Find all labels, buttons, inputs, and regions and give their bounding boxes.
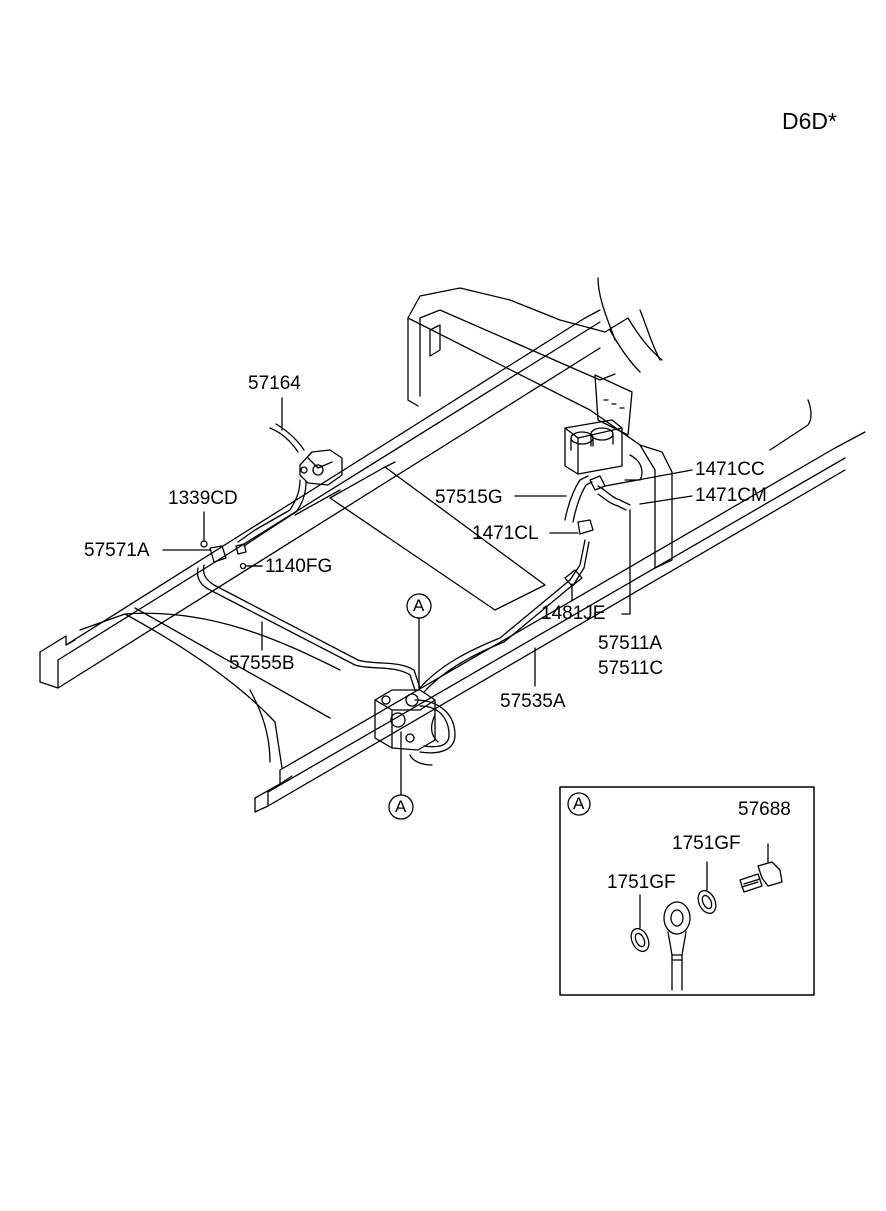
frame-upper-right: [609, 309, 812, 451]
part-label-57555B: 57555B: [229, 653, 295, 674]
part-label-57515G: 57515G: [435, 487, 503, 508]
part-label-57535A: 57535A: [500, 691, 566, 712]
primer-pump: [237, 423, 343, 547]
part-label-57164: 57164: [248, 373, 301, 394]
detail-label-57688: 57688: [738, 799, 791, 820]
part-label-1140FG: 1140FG: [265, 556, 333, 577]
detail-a-marker-circle: [567, 792, 591, 816]
detail-a-box: [559, 786, 815, 996]
model-code-label: D6D*: [782, 108, 837, 134]
fuel-line-57535A: [419, 539, 590, 693]
bolt-57688: [739, 843, 783, 893]
part-label-1471CL: 1471CL: [472, 523, 539, 544]
cross-member-front: [79, 607, 341, 769]
fuel-line-57555B: [196, 564, 421, 691]
frame-rail-right: [254, 431, 866, 813]
part-label-1339CD: 1339CD: [168, 488, 238, 509]
callout-letter-A-top: A: [413, 596, 425, 615]
detail-label-1751GF-lower: 1751GF: [607, 872, 676, 893]
cross-member-middle: [294, 461, 546, 611]
rear-mount-bracket: [407, 277, 673, 569]
hose-57511: [589, 475, 631, 511]
washer-1751GF-lower: [630, 894, 650, 953]
callout-circle-A-top: [406, 593, 432, 689]
banjo-fitting: [663, 901, 691, 991]
washer-1751GF-upper: [697, 861, 717, 915]
part-label-1471CC: 1471CC: [695, 459, 765, 480]
fuel-filter-assembly: [374, 689, 456, 766]
filter-housing-upper: [564, 419, 643, 481]
part-label-57511A: 57511A: [598, 633, 663, 654]
callout-circle-A-bottom: [388, 731, 414, 820]
part-label-57571A: 57571A: [84, 540, 150, 561]
callout-letter-A-bottom: A: [395, 797, 407, 816]
leader-lines: [162, 397, 693, 687]
part-label-1481JE: 1481JE: [541, 603, 606, 624]
detail-a-marker-letter: A: [573, 794, 585, 813]
part-label-1471CM: 1471CM: [695, 485, 767, 506]
hose-57515G: [564, 475, 594, 535]
part-label-57511C: 57511C: [598, 658, 664, 679]
frame-rail-left: [39, 309, 601, 689]
detail-label-1751GF-upper: 1751GF: [672, 833, 741, 854]
